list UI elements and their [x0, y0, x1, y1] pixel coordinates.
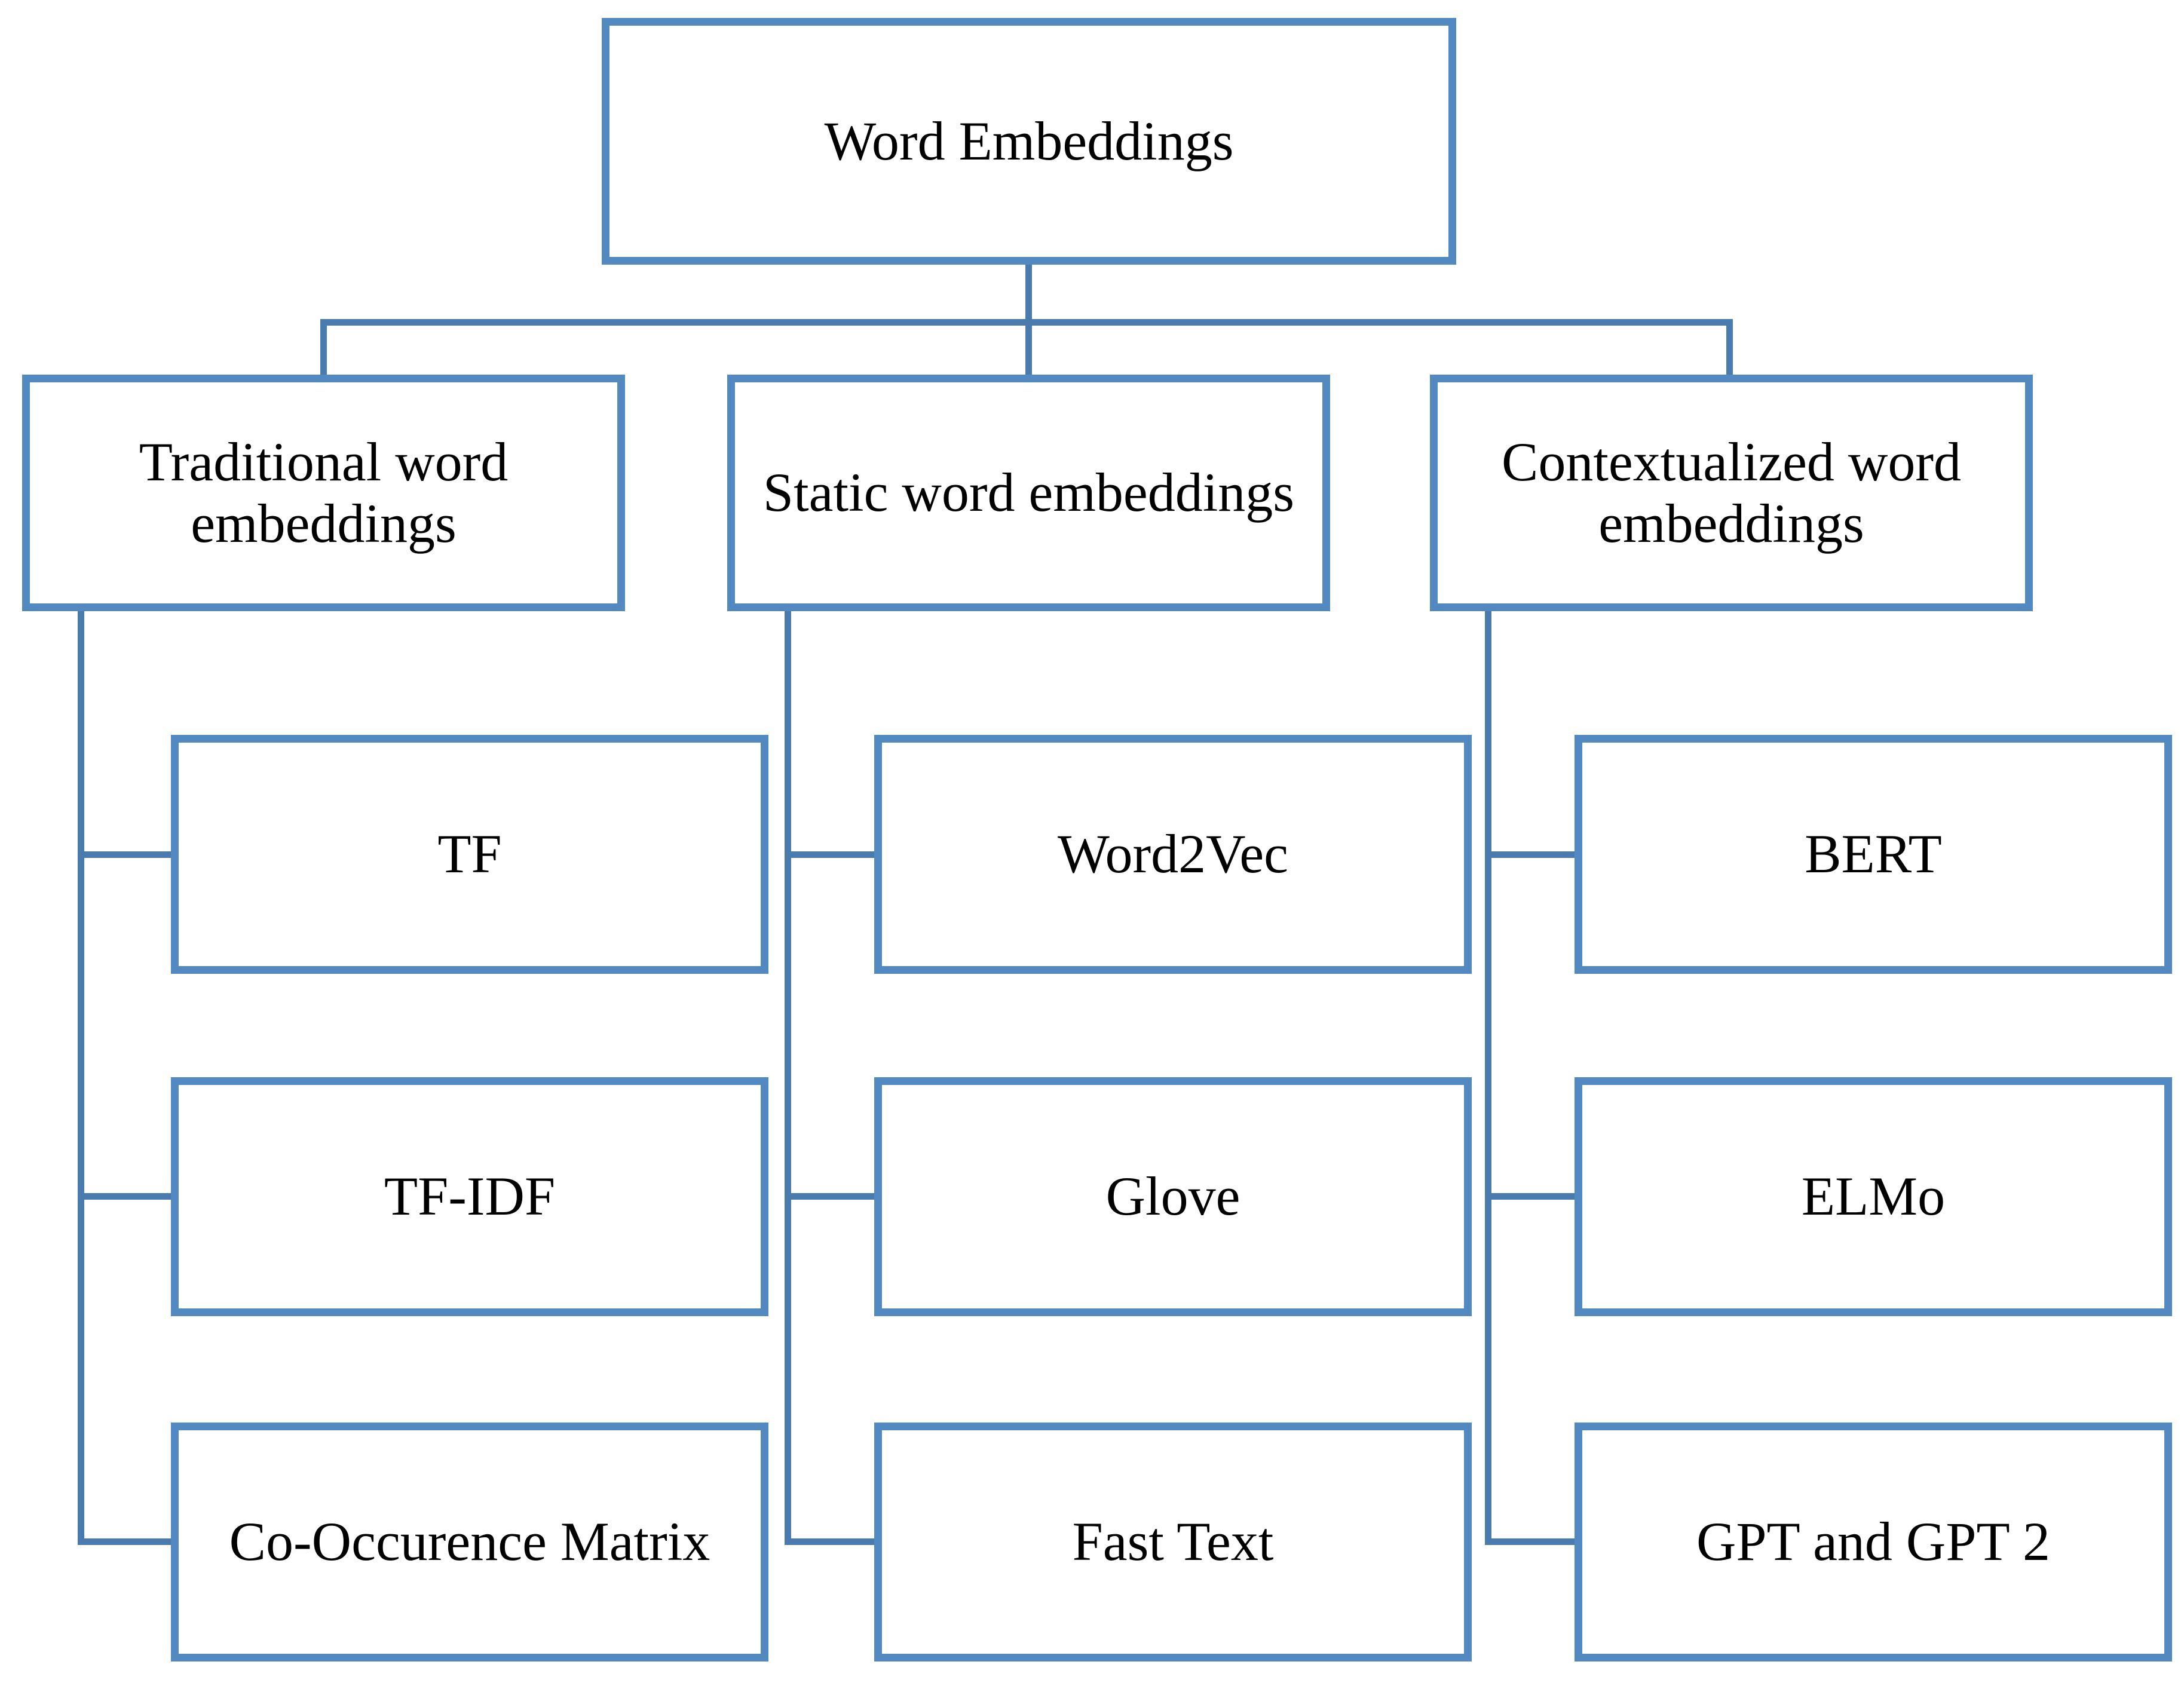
connector-spine-3	[1485, 610, 1491, 1542]
leaf-bert-label: BERT	[1805, 823, 1942, 885]
connector-stub-1-2	[78, 1193, 173, 1200]
leaf-gpt-label: GPT and GPT 2	[1696, 1511, 2051, 1572]
leaf-box-bert: BERT	[1575, 735, 2172, 974]
connector-stub-1-1	[78, 851, 173, 858]
leaf-tf-label: TF	[437, 823, 502, 885]
leaf-tf-idf-label: TF-IDF	[384, 1166, 556, 1227]
connector-branch-drop-3	[1726, 319, 1733, 376]
connector-stub-1-3	[78, 1538, 173, 1545]
connector-root-drop	[1025, 265, 1032, 323]
leaf-word2vec-label: Word2Vec	[1057, 823, 1288, 885]
leaf-box-glove: Glove	[874, 1077, 1472, 1316]
connector-branch-drop-1	[320, 319, 327, 376]
leaf-fast-text-label: Fast Text	[1072, 1511, 1274, 1572]
leaf-box-tf-idf: TF-IDF	[171, 1077, 768, 1316]
leaf-co-occurence-matrix-label: Co-Occurence Matrix	[229, 1511, 710, 1572]
connector-stub-2-2	[785, 1193, 877, 1200]
branch-box-traditional: Traditional word embeddings	[22, 375, 625, 611]
leaf-box-tf: TF	[171, 735, 768, 974]
branch-contextualized-label: Contextualized word embeddings	[1501, 431, 1962, 554]
root-box-word-embeddings: Word Embeddings	[602, 18, 1456, 265]
root-label: Word Embeddings	[824, 110, 1234, 171]
connector-spine-1	[78, 610, 84, 1542]
branch-box-contextualized: Contextualized word embeddings	[1430, 375, 2033, 611]
connector-stub-2-1	[785, 851, 877, 858]
connector-spine-2	[785, 610, 791, 1542]
leaf-box-elmo: ELMo	[1575, 1077, 2172, 1316]
connector-stub-2-3	[785, 1538, 877, 1545]
branch-box-static: Static word embeddings	[727, 375, 1330, 611]
leaf-box-fast-text: Fast Text	[874, 1423, 1472, 1662]
connector-stub-3-1	[1485, 851, 1577, 858]
leaf-box-gpt: GPT and GPT 2	[1575, 1423, 2172, 1662]
leaf-elmo-label: ELMo	[1801, 1166, 1946, 1227]
leaf-box-word2vec: Word2Vec	[874, 735, 1472, 974]
connector-stub-3-3	[1485, 1538, 1577, 1545]
branch-static-label: Static word embeddings	[762, 462, 1295, 523]
leaf-glove-label: Glove	[1105, 1166, 1240, 1227]
connector-stub-3-2	[1485, 1193, 1577, 1200]
branch-traditional-label: Traditional word embeddings	[139, 431, 509, 554]
leaf-box-co-occurence-matrix: Co-Occurence Matrix	[171, 1423, 768, 1662]
connector-branch-drop-2	[1025, 319, 1032, 376]
